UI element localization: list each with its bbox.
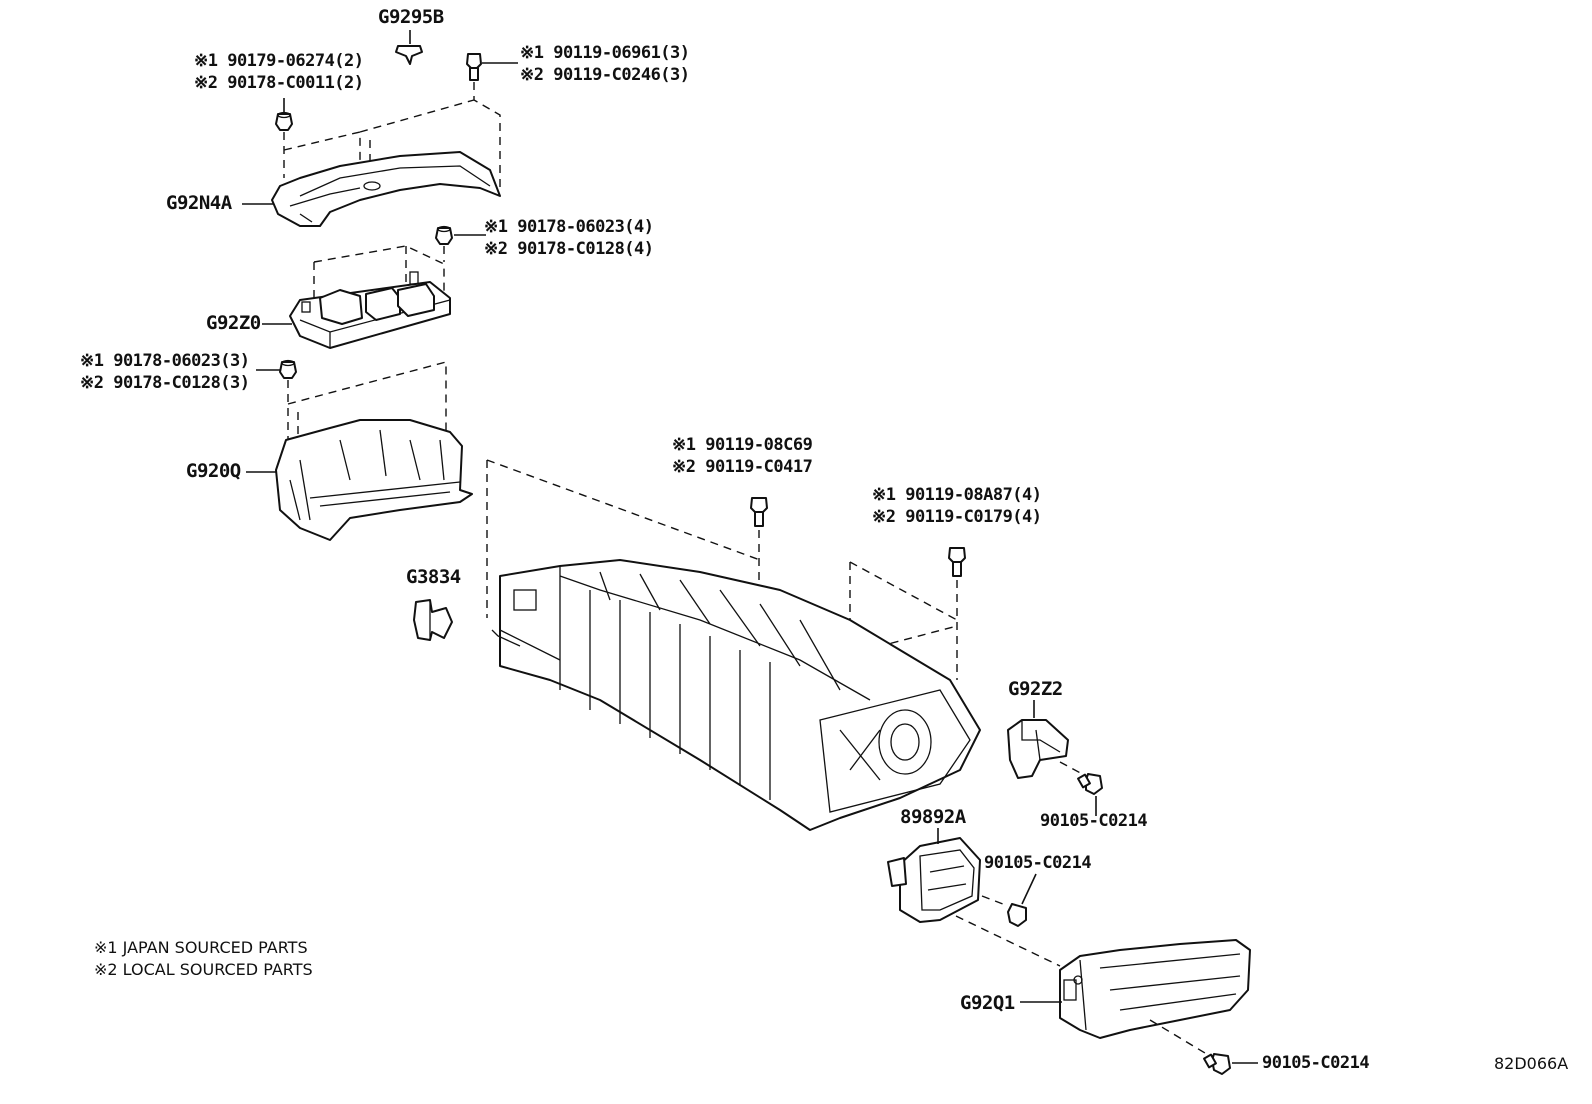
bracket-g92n4a bbox=[271, 151, 501, 227]
bolt-90119-06961 bbox=[466, 53, 482, 81]
clip-g9295b bbox=[395, 45, 423, 65]
battery-assembly bbox=[491, 559, 981, 831]
label-g9295b: G9295B bbox=[378, 6, 444, 28]
label-fastener-90119-c0417: ※2 90119-C0417 bbox=[672, 457, 813, 477]
label-bolt-90105-c0214-a: 90105-C0214 bbox=[1040, 811, 1148, 831]
relay-block-g92z0 bbox=[289, 271, 451, 349]
bolt-90105-c0214-a bbox=[1077, 773, 1103, 795]
bolt-90119-08a87 bbox=[948, 547, 966, 577]
label-fastener-90119-08a87: ※1 90119-08A87(4) bbox=[872, 485, 1042, 505]
bracket-g92z2 bbox=[1007, 719, 1069, 779]
label-fastener-90119-08c69: ※1 90119-08C69 bbox=[672, 435, 813, 455]
label-g920q: G920Q bbox=[186, 460, 241, 482]
label-fastener-90119-c0179: ※2 90119-C0179(4) bbox=[872, 507, 1042, 527]
nut-90178-06023-b bbox=[279, 359, 297, 379]
bolt-90105-c0214-b bbox=[1007, 903, 1027, 927]
label-g92z2: G92Z2 bbox=[1008, 678, 1063, 700]
label-bolt-90105-c0214-c: 90105-C0214 bbox=[1262, 1053, 1370, 1073]
label-g92n4a: G92N4A bbox=[166, 192, 232, 214]
label-fastener-90119-06961: ※1 90119-06961(3) bbox=[520, 43, 690, 63]
bracket-g92q1 bbox=[1059, 939, 1251, 1039]
bolt-90105-c0214-c bbox=[1203, 1053, 1231, 1075]
tray-g920q bbox=[275, 419, 473, 541]
nut-90179-06274 bbox=[275, 111, 293, 131]
note-japan-sourced: ※1 JAPAN SOURCED PARTS bbox=[94, 938, 308, 957]
label-89892a: 89892A bbox=[900, 806, 966, 828]
nut-90178-06023-a bbox=[435, 225, 453, 245]
label-g92q1: G92Q1 bbox=[960, 992, 1015, 1014]
bolt-90119-08c69 bbox=[750, 497, 768, 527]
label-fastener-90178-c0011: ※2 90178-C0011(2) bbox=[194, 73, 364, 93]
label-bolt-90105-c0214-b: 90105-C0214 bbox=[984, 853, 1092, 873]
bracket-g3834 bbox=[413, 599, 453, 641]
label-fastener-90178-06023-3: ※1 90178-06023(3) bbox=[80, 351, 250, 371]
label-fastener-90178-c0128-3: ※2 90178-C0128(3) bbox=[80, 373, 250, 393]
label-fastener-90178-06023-4: ※1 90178-06023(4) bbox=[484, 217, 654, 237]
label-g92z0: G92Z0 bbox=[206, 312, 261, 334]
note-local-sourced: ※2 LOCAL SOURCED PARTS bbox=[94, 960, 313, 979]
controller-89892a bbox=[887, 837, 981, 923]
label-fastener-90178-c0128-4: ※2 90178-C0128(4) bbox=[484, 239, 654, 259]
diagram-reference-code: 82D066A bbox=[1494, 1054, 1569, 1073]
label-fastener-90179-06274: ※1 90179-06274(2) bbox=[194, 51, 364, 71]
label-g3834: G3834 bbox=[406, 566, 461, 588]
label-fastener-90119-c0246: ※2 90119-C0246(3) bbox=[520, 65, 690, 85]
